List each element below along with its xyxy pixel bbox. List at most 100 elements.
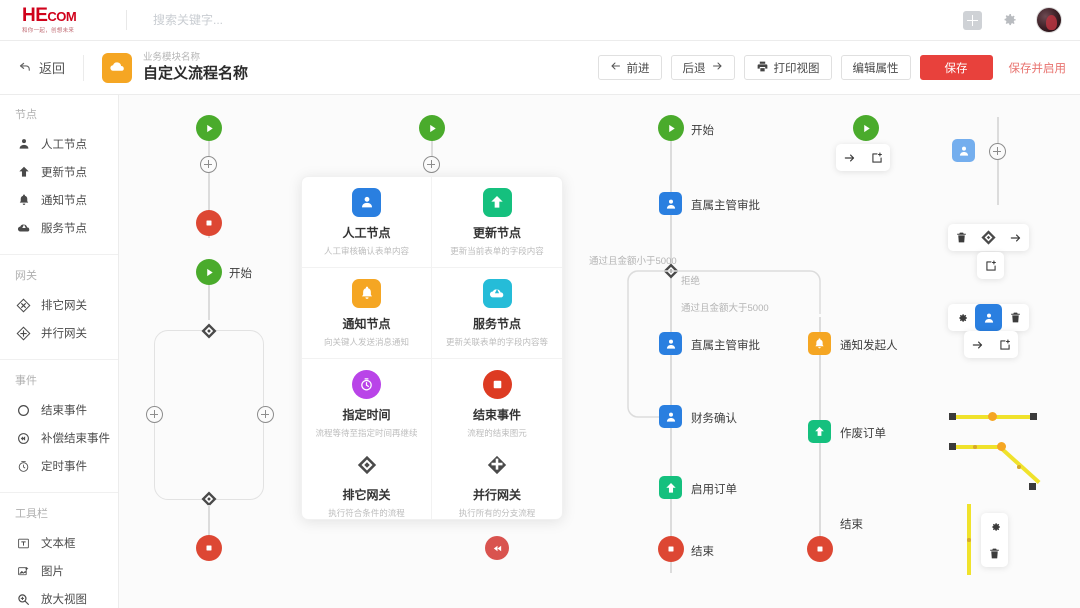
- node-toolbar-secondary[interactable]: [964, 331, 1018, 358]
- start-play-icon[interactable]: [419, 115, 445, 141]
- edge-endpoint-handle[interactable]: [1030, 413, 1037, 420]
- node-user-approval[interactable]: [659, 192, 682, 215]
- back-button[interactable]: 返回: [14, 58, 65, 77]
- stop-icon[interactable]: [658, 536, 684, 562]
- node-toolbar[interactable]: [948, 304, 1029, 331]
- palette-item-exclusive-gateway[interactable]: 排它网关 执行符合条件的流程: [302, 450, 432, 519]
- palette-item-notify-node[interactable]: 通知节点 向关键人发送消息通知: [302, 268, 432, 359]
- start-play-icon[interactable]: [196, 259, 222, 285]
- save-label: 保存: [945, 60, 968, 76]
- person-icon[interactable]: [975, 304, 1002, 331]
- node-notify-initiator[interactable]: [808, 332, 831, 355]
- sidebar-item-timer-event[interactable]: 定时事件: [0, 452, 118, 480]
- palette-item-end-event[interactable]: 结束事件 流程的结束图元: [432, 359, 562, 450]
- edge-midpoint-handle[interactable]: [967, 538, 971, 542]
- arrow-right-icon[interactable]: [1002, 224, 1029, 251]
- duplicate-icon[interactable]: [991, 331, 1018, 358]
- sidebar-item-parallel-gateway[interactable]: 并行网关: [0, 319, 118, 347]
- palette-item-service-node[interactable]: 服务节点 更新关联表单的字段内容等: [432, 268, 562, 359]
- arrow-right-icon[interactable]: [964, 331, 991, 358]
- exclusive-gateway-icon[interactable]: [200, 322, 218, 340]
- sidebar-item-update-node[interactable]: 更新节点: [0, 158, 118, 186]
- edge-midpoint-handle[interactable]: [997, 442, 1006, 451]
- line-toolbar[interactable]: [981, 513, 1008, 567]
- edge-dot-handle[interactable]: [1017, 465, 1021, 469]
- add-node-icon[interactable]: [989, 143, 1006, 160]
- start-play-icon[interactable]: [196, 115, 222, 141]
- compensate-end-icon: [16, 431, 31, 446]
- stop-icon[interactable]: [196, 210, 222, 236]
- arrow-left-icon: [610, 60, 622, 75]
- add-node-icon[interactable]: [257, 406, 274, 423]
- print-view-button[interactable]: 打印视图: [744, 55, 832, 80]
- forward-button[interactable]: 前进: [598, 55, 662, 80]
- save-and-enable-button[interactable]: 保存并启用: [1009, 60, 1067, 76]
- node-label: 开始: [229, 265, 252, 281]
- flow-canvas[interactable]: 开始 人工节点: [119, 95, 1080, 608]
- trash-icon[interactable]: [948, 224, 975, 251]
- palette-item-parallel-gateway[interactable]: 并行网关 执行所有的分支流程: [432, 450, 562, 519]
- user-avatar[interactable]: [1036, 7, 1062, 33]
- duplicate-icon[interactable]: [977, 252, 1004, 279]
- exclusive-gateway-icon[interactable]: [975, 224, 1002, 251]
- sidebar-item-image[interactable]: 图片: [0, 557, 118, 585]
- node-user-approval[interactable]: [659, 332, 682, 355]
- palette-item-update-node[interactable]: 更新节点 更新当前表单的字段内容: [432, 177, 562, 268]
- edit-properties-button[interactable]: 编辑属性: [841, 55, 911, 80]
- duplicate-icon[interactable]: [863, 144, 890, 171]
- sidebar-item-label: 通知节点: [41, 192, 87, 208]
- stop-icon[interactable]: [196, 535, 222, 561]
- backward-button[interactable]: 后退: [671, 55, 735, 80]
- sidebar-item-end-event[interactable]: 结束事件: [0, 396, 118, 424]
- plus-icon[interactable]: [963, 11, 982, 30]
- sidebar-item-exclusive-gateway[interactable]: 排它网关: [0, 291, 118, 319]
- gear-icon[interactable]: [1000, 11, 1018, 29]
- module-title-block: 业务模块名称 自定义流程名称: [143, 52, 248, 83]
- edge-toolbar[interactable]: [836, 144, 890, 171]
- backward-label: 后退: [683, 60, 706, 76]
- stop-icon[interactable]: [807, 536, 833, 562]
- start-play-icon[interactable]: [658, 115, 684, 141]
- edge-dot-handle[interactable]: [973, 445, 977, 449]
- sidebar-item-notify-node[interactable]: 通知节点: [0, 186, 118, 214]
- page-title: 自定义流程名称: [143, 64, 248, 83]
- node-enable-order[interactable]: [659, 476, 682, 499]
- add-node-icon[interactable]: [200, 156, 217, 173]
- add-node-icon[interactable]: [423, 156, 440, 173]
- service-cloud-icon: [483, 279, 512, 308]
- back-arrow-icon: [18, 59, 33, 77]
- gateway-toolbar-secondary[interactable]: [977, 252, 1004, 279]
- sidebar-item-label: 并行网关: [41, 325, 87, 341]
- node-label: 结束: [691, 543, 714, 559]
- node-void-order[interactable]: [808, 420, 831, 443]
- brand-logo[interactable]: HECOM 和你一起，创想未来: [0, 6, 120, 35]
- start-play-icon[interactable]: [853, 115, 879, 141]
- sidebar-item-textbox[interactable]: 文本框: [0, 529, 118, 557]
- edge-midpoint-handle[interactable]: [988, 412, 997, 421]
- palette-item-human-node[interactable]: 人工节点 人工审核确认表单内容: [302, 177, 432, 268]
- person-icon[interactable]: [952, 139, 975, 162]
- node-finance-confirm[interactable]: [659, 405, 682, 428]
- search-input[interactable]: [153, 13, 373, 27]
- arrow-right-icon[interactable]: [836, 144, 863, 171]
- trash-icon[interactable]: [981, 540, 1008, 567]
- save-button[interactable]: 保存: [920, 55, 993, 80]
- toolbar-actions: 前进 后退 打印视图 编辑属性 保存 保存并启用: [589, 55, 1067, 80]
- node-type-palette[interactable]: 人工节点 人工审核确认表单内容 更新节点 更新当前表单的字段内容 通知节点 向关…: [301, 176, 563, 520]
- sidebar-item-human-node[interactable]: 人工节点: [0, 130, 118, 158]
- palette-item-timer[interactable]: 指定时间 流程等待至指定时间再继续: [302, 359, 432, 450]
- edge-endpoint-handle[interactable]: [1029, 483, 1036, 490]
- gateway-toolbar[interactable]: [948, 224, 1029, 251]
- gear-icon[interactable]: [981, 513, 1008, 540]
- palette-item-desc: 流程的结束图元: [467, 427, 527, 439]
- add-node-icon[interactable]: [146, 406, 163, 423]
- sidebar-item-service-node[interactable]: 服务节点: [0, 214, 118, 242]
- edge-endpoint-handle[interactable]: [949, 413, 956, 420]
- rewind-icon[interactable]: [485, 536, 509, 560]
- gear-icon[interactable]: [948, 304, 975, 331]
- sidebar-item-compensate-end-event[interactable]: 补偿结束事件: [0, 424, 118, 452]
- palette-item-desc: 向关键人发送消息通知: [324, 336, 409, 348]
- sidebar-item-zoom-in[interactable]: 放大视图: [0, 585, 118, 608]
- trash-icon[interactable]: [1002, 304, 1029, 331]
- edge-endpoint-handle[interactable]: [949, 443, 956, 450]
